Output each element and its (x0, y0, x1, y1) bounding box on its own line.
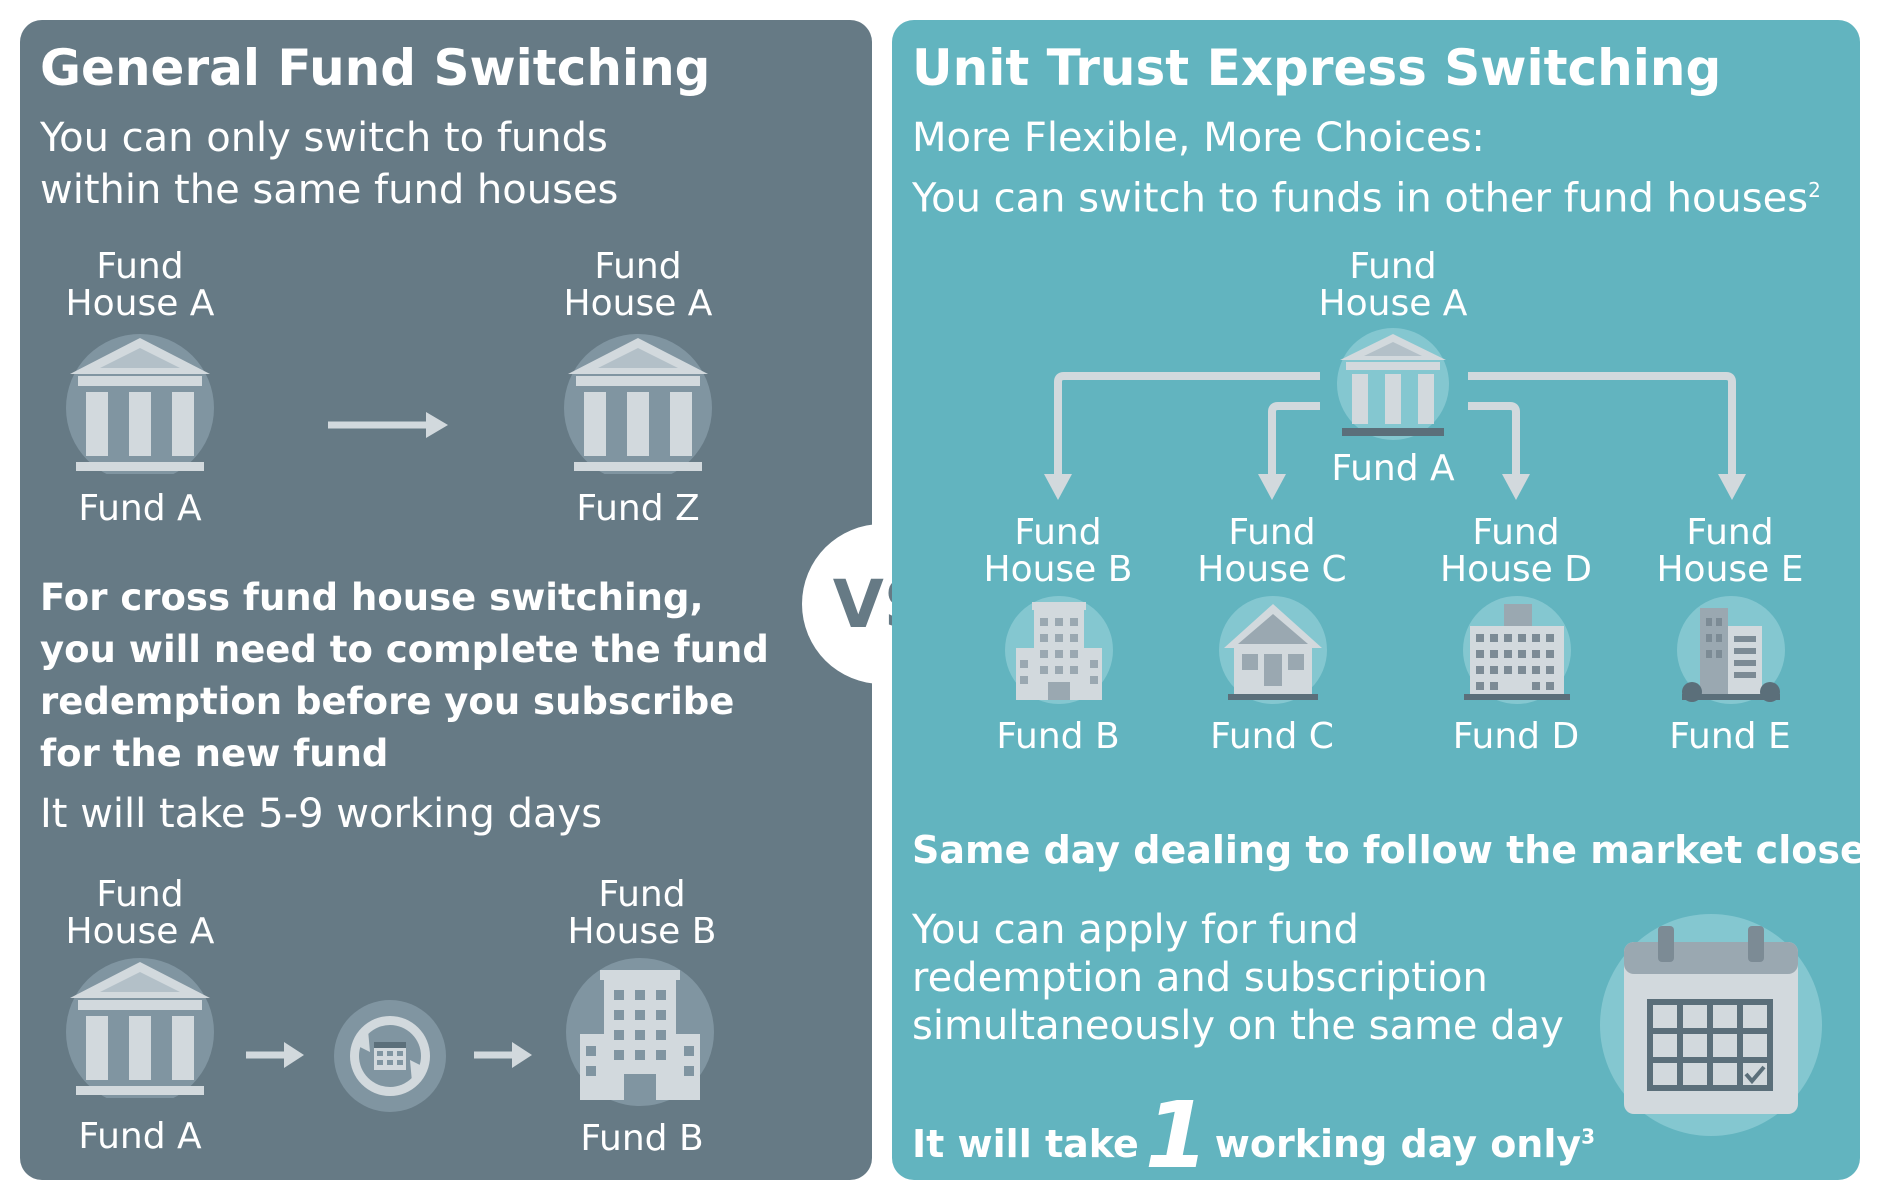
calendar-icon (1600, 914, 1822, 1136)
target-c-fund-label: Fund C (1210, 716, 1334, 757)
flow2-from-fund-label: Fund A (78, 1116, 202, 1157)
general-switching-duration: It will take 5-9 working days (40, 791, 603, 837)
calendar-cycle-icon (334, 1000, 446, 1112)
flow1-to-fund-label: Fund Z (576, 488, 700, 529)
arrow-right-icon (474, 1042, 532, 1068)
bank-icon (564, 334, 712, 474)
cross-switching-note: For cross fund house switching, you will… (40, 576, 769, 775)
source-house-label: Fund House A (1318, 246, 1468, 324)
arrow-right-icon (246, 1042, 304, 1068)
general-switching-title: General Fund Switching (40, 39, 711, 97)
flow1-from-house-label: Fund House A (65, 246, 215, 324)
flow2-from-house-label: Fund House A (65, 874, 215, 952)
target-e-house-label: Fund House E (1656, 512, 1804, 590)
target-c-house-label: Fund House C (1197, 512, 1347, 590)
express-switching-subtitle-line1: More Flexible, More Choices: (912, 115, 1485, 161)
bank-icon (1337, 328, 1449, 440)
target-d-house-label: Fund House D (1440, 512, 1592, 590)
target-b-fund-label: Fund B (996, 716, 1120, 757)
take-suffix: working day only (1214, 1122, 1582, 1166)
take-number: 1 (1144, 1082, 1209, 1189)
target-e-fund-label: Fund E (1669, 716, 1791, 757)
same-day-dealing-heading: Same day dealing to follow the market cl… (912, 828, 1880, 872)
flow1-from-fund-label: Fund A (78, 488, 202, 529)
target-d-fund-label: Fund D (1452, 716, 1580, 757)
footnote-2: 2 (1808, 178, 1821, 202)
office-block-icon (1463, 596, 1571, 704)
target-b-house-label: Fund House B (983, 512, 1133, 590)
city-buildings-icon (1677, 596, 1785, 704)
bank-icon (66, 334, 214, 474)
subtitle-line2-text: You can switch to funds in other fund ho… (912, 175, 1809, 222)
apply-description: You can apply for fund redemption and su… (912, 907, 1564, 1049)
flow2-to-house-label: Fund House B (567, 874, 717, 952)
house-icon (1219, 596, 1327, 704)
office-tower-icon (566, 958, 714, 1106)
express-switching-title: Unit Trust Express Switching (912, 39, 1722, 97)
source-fund-label: Fund A (1331, 448, 1455, 489)
express-switching-subtitle-line2: You can switch to funds in other fund ho… (912, 164, 1821, 224)
general-switching-subtitle: You can only switch to funds within the … (40, 115, 619, 213)
distribution-arrows (1044, 372, 1746, 500)
bank-icon (66, 958, 214, 1098)
office-tower-icon (1005, 596, 1113, 704)
footnote-3: 3 (1581, 1124, 1596, 1149)
flow1-to-house-label: Fund House A (563, 246, 713, 324)
flow2-to-fund-label: Fund B (580, 1118, 704, 1159)
arrow-right-icon (328, 412, 448, 438)
take-prefix: It will take (912, 1122, 1139, 1166)
